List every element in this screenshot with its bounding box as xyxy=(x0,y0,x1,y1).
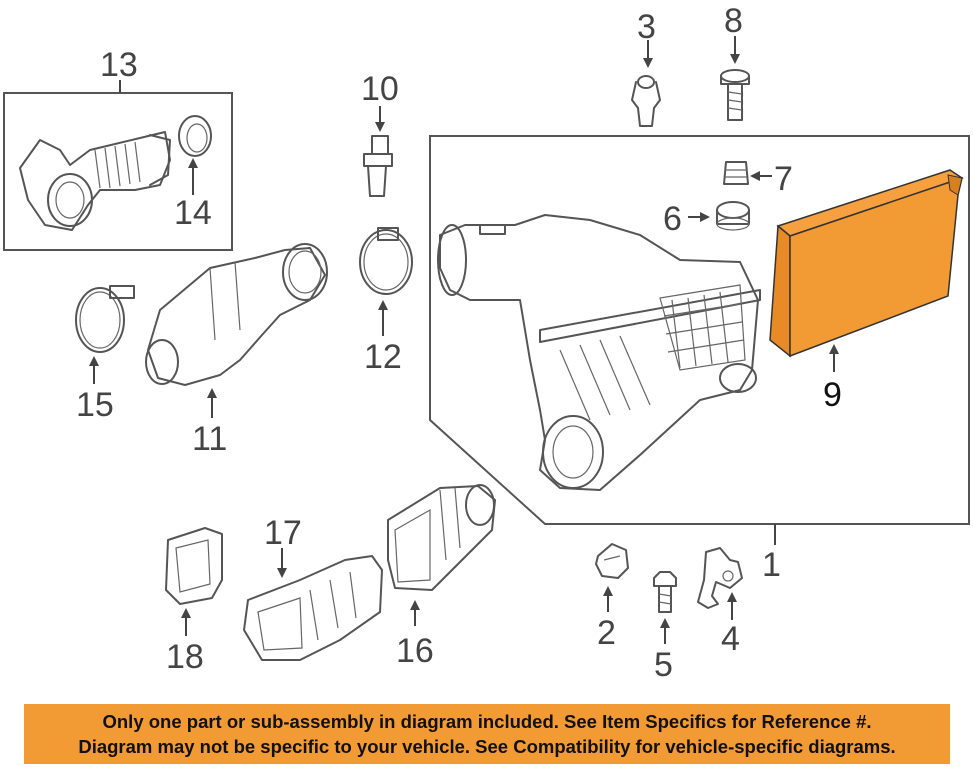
label-part-1: 1 xyxy=(762,546,781,584)
part-3-clip[interactable] xyxy=(631,75,661,127)
label-part-2: 2 xyxy=(597,614,616,652)
label-part-16: 16 xyxy=(396,632,434,670)
part-7-grommet[interactable] xyxy=(723,161,749,185)
label-part-4: 4 xyxy=(721,620,740,658)
label-part-17: 17 xyxy=(264,514,302,552)
part-10-sensor[interactable] xyxy=(363,135,393,197)
notice-line-1: Only one part or sub-assembly in diagram… xyxy=(102,711,872,732)
part-5-bolt[interactable] xyxy=(653,571,677,613)
part-4-bracket[interactable] xyxy=(697,547,743,609)
label-part-10: 10 xyxy=(361,70,399,108)
part-14-seal-ring[interactable] xyxy=(178,115,212,157)
part-17-air-duct[interactable] xyxy=(243,555,383,661)
part-13-intake-duct[interactable] xyxy=(19,131,171,231)
part-2-bracket[interactable] xyxy=(595,543,629,579)
label-part-9: 9 xyxy=(823,376,842,414)
notice-line-2: Diagram may not be specific to your vehi… xyxy=(78,736,896,757)
assembly-box-13 xyxy=(3,92,233,251)
label-part-13: 13 xyxy=(100,46,138,84)
part-6-grommet[interactable] xyxy=(716,201,750,231)
label-part-15: 15 xyxy=(76,386,114,424)
part-1-air-cleaner-housing[interactable] xyxy=(437,214,761,491)
label-part-18: 18 xyxy=(166,638,204,676)
label-part-3: 3 xyxy=(637,8,656,46)
label-part-7: 7 xyxy=(774,160,793,198)
label-part-14: 14 xyxy=(174,194,212,232)
part-8-bolt[interactable] xyxy=(720,69,750,121)
part-9-air-filter[interactable] xyxy=(769,169,964,358)
part-15-hose-clamp[interactable] xyxy=(75,285,135,353)
diagram-canvas: 1 2 3 4 5 6 7 8 9 10 11 12 13 14 15 16 1… xyxy=(3,2,970,684)
notice-banner: Only one part or sub-assembly in diagram… xyxy=(24,704,950,764)
assembly-box-1 xyxy=(429,135,970,525)
part-18-adapter[interactable] xyxy=(165,527,223,605)
label-part-11: 11 xyxy=(192,420,227,458)
label-part-8: 8 xyxy=(724,2,743,40)
label-part-12: 12 xyxy=(364,338,402,376)
part-11-intake-hose[interactable] xyxy=(145,243,328,386)
part-12-hose-clamp[interactable] xyxy=(359,227,413,295)
label-part-6: 6 xyxy=(663,200,682,238)
part-16-air-duct[interactable] xyxy=(387,484,496,591)
label-part-5: 5 xyxy=(654,646,673,684)
